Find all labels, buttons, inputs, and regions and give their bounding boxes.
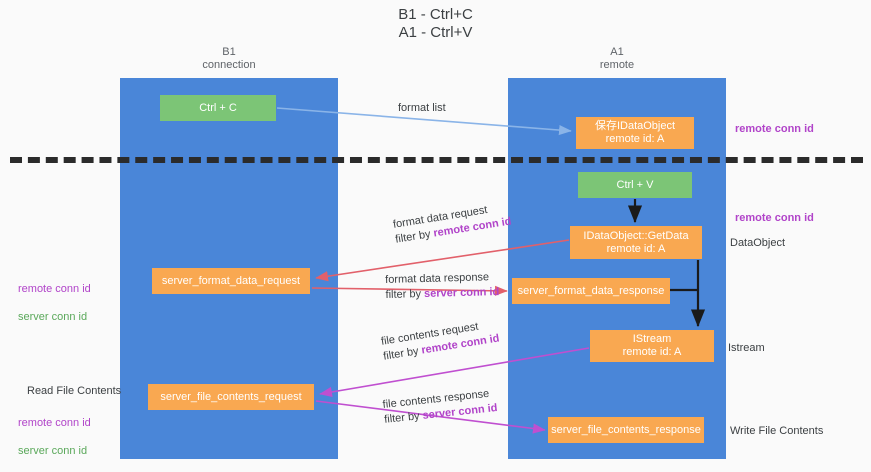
annotation-remote-conn-id: remote conn id [18,417,91,429]
annotation-server-conn-id: server conn id [18,445,88,457]
edge-label-format-list: format list [398,102,446,114]
annotation-write-file-contents: Write File Contents [730,425,824,437]
node-ctrl-v[interactable]: Ctrl + V [578,172,692,198]
filter-prefix: filter by [385,287,425,301]
node-server-file-contents-request[interactable]: server_file_contents_request [148,384,314,410]
lane-header-a1: A1 remote [599,46,635,71]
edge-label-file-contents-response: file contents response filter by server … [382,386,498,428]
phase-divider [10,157,863,163]
node-idataobject[interactable]: 保存IDataObject remote id: A [576,117,694,149]
node-server-format-data-request[interactable]: server_format_data_request [152,268,310,294]
annotation-conn-ids-bottom: remote conn id server conn id [18,402,91,472]
edge-label-format-data-response: format data response filter by server co… [385,270,499,303]
filter-key-server-conn-id: server conn id [423,286,500,300]
node-istream[interactable]: IStream remote id: A [590,330,714,362]
annotation-istream: Istream [728,342,765,354]
edge-label-file-contents-request: file contents request filter by remote c… [380,317,501,365]
annotation-remote-conn-id: remote conn id [18,283,91,295]
edge-label-format-data-request: format data request filter by remote con… [392,200,513,248]
edge-label-line2: filter by server conn id [385,285,499,303]
annotation-remote-conn-id-mid: remote conn id [735,212,814,224]
annotation-server-conn-id: server conn id [18,311,88,323]
annotation-dataobject: DataObject [730,237,786,249]
filter-prefix: filter by [383,409,424,426]
node-server-format-data-response[interactable]: server_format_data_response [512,278,670,304]
lane-header-b1: B1 connection [202,46,256,71]
node-ctrl-c[interactable]: Ctrl + C [160,95,276,121]
annotation-remote-conn-id-top: remote conn id [735,123,814,135]
node-idataobject-getdata[interactable]: IDataObject::GetData remote id: A [570,226,702,259]
annotation-read-file-contents: Read File Contents [27,385,122,397]
node-server-file-contents-response[interactable]: server_file_contents_response [548,417,704,443]
annotation-conn-ids-top: remote conn id server conn id [18,268,91,338]
page-title: B1 - Ctrl+C A1 - Ctrl+V [398,6,473,41]
